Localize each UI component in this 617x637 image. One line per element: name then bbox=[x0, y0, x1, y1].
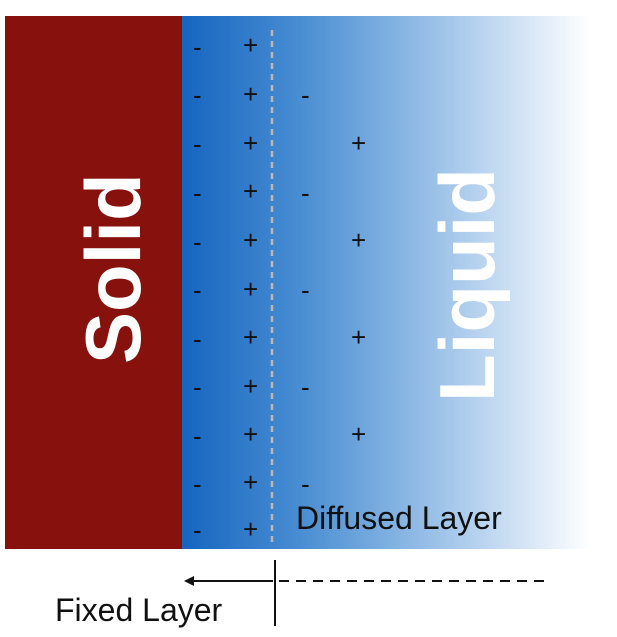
diffused-negative-charge: - bbox=[301, 275, 310, 305]
fixed-positive-charge: + bbox=[243, 225, 259, 255]
fixed-negative-charge: - bbox=[193, 227, 202, 257]
fixed-negative-charge: - bbox=[193, 178, 202, 208]
fixed-positive-charge: + bbox=[243, 419, 259, 449]
fixed-positive-charge: + bbox=[243, 514, 259, 544]
diffused-positive-charge: + bbox=[351, 322, 367, 352]
fixed-negative-charge: - bbox=[193, 32, 202, 62]
diffused-negative-charge: - bbox=[301, 372, 310, 402]
arrow-head-icon bbox=[184, 576, 194, 586]
diffused-negative-charge: - bbox=[301, 80, 310, 110]
diffused-negative-charge: - bbox=[301, 178, 310, 208]
diffused-positive-charge: + bbox=[351, 128, 367, 158]
diffused-layer-label: Diffused Layer bbox=[296, 500, 502, 536]
diffused-negative-charge: - bbox=[301, 469, 310, 499]
fixed-negative-charge: - bbox=[193, 275, 202, 305]
diffused-positive-charge: + bbox=[351, 225, 367, 255]
solid-region bbox=[5, 16, 182, 549]
fixed-negative-charge: - bbox=[193, 421, 202, 451]
diffused-positive-charge: + bbox=[351, 419, 367, 449]
fixed-positive-charge: + bbox=[243, 274, 259, 304]
fixed-positive-charge: + bbox=[243, 176, 259, 206]
fixed-negative-charge: - bbox=[193, 372, 202, 402]
fixed-negative-charge: - bbox=[193, 129, 202, 159]
fixed-positive-charge: + bbox=[243, 371, 259, 401]
fixed-negative-charge: - bbox=[193, 469, 202, 499]
fixed-positive-charge: + bbox=[243, 467, 259, 497]
fixed-negative-charge: - bbox=[193, 80, 202, 110]
fixed-positive-charge: + bbox=[243, 128, 259, 158]
fixed-layer-label: Fixed Layer bbox=[55, 592, 223, 628]
fixed-negative-charge: - bbox=[193, 324, 202, 354]
fixed-negative-charge: - bbox=[193, 515, 202, 545]
liquid-region bbox=[182, 16, 590, 549]
fixed-positive-charge: + bbox=[243, 79, 259, 109]
fixed-positive-charge: + bbox=[243, 322, 259, 352]
fixed-positive-charge: + bbox=[243, 30, 259, 60]
